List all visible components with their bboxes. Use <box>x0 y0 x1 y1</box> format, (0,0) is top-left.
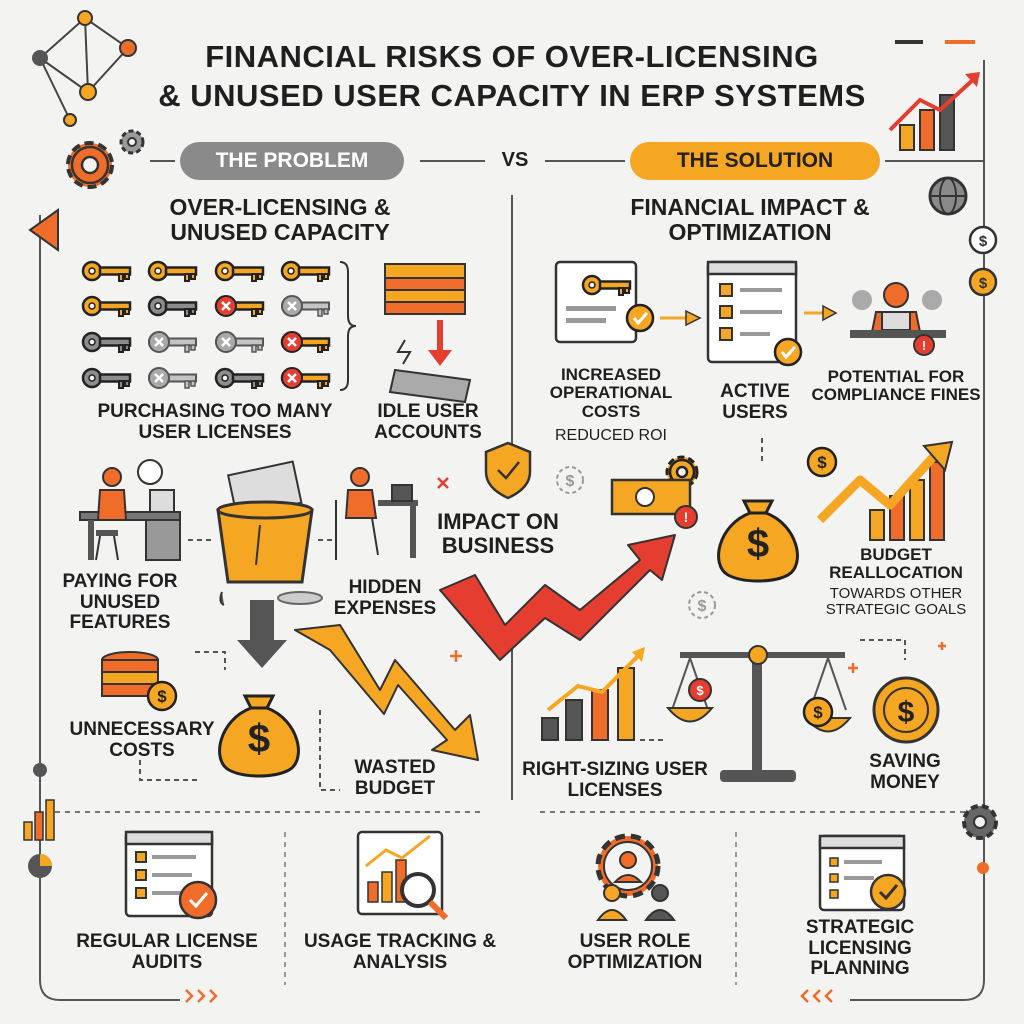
label-reduced-roi: REDUCED ROI <box>554 427 667 444</box>
label-purchasing-licenses: PURCHASING TOO MANY USER LICENSES <box>97 401 333 443</box>
coin-orange-icon: $ <box>968 267 998 297</box>
page-title: FINANCIAL RISKS OF OVER-LICENSING & UNUS… <box>80 38 944 116</box>
label-budget-reallocation: BUDGET REALLOCATION <box>829 545 963 583</box>
shield-check-icon <box>484 441 532 500</box>
network-icon <box>32 10 137 127</box>
svg-text:!: ! <box>922 338 926 353</box>
title-line-1: FINANCIAL RISKS OF OVER-LICENSING <box>205 39 819 74</box>
label-regular-audits: REGULAR LICENSE AUDITS <box>76 931 258 973</box>
gear-icon <box>66 141 114 189</box>
license-doc-icon <box>554 260 655 344</box>
bar-chart-small-icon <box>23 799 55 841</box>
label-budget-reallocation-sub: TOWARDS OTHER STRATEGIC GOALS <box>825 585 967 619</box>
cash-gear-alert-icon: ! <box>610 455 699 529</box>
impact-up-arrow-icon <box>439 534 676 661</box>
money-stack-icon <box>384 263 472 404</box>
svg-text:$: $ <box>898 696 915 729</box>
growth-chart-icon <box>888 40 980 151</box>
chevrons-right-icon <box>185 989 218 1003</box>
label-usage-tracking: USAGE TRACKING & ANALYSIS <box>303 931 497 973</box>
frame-left-line <box>39 215 180 1001</box>
svg-text:!: ! <box>684 509 689 525</box>
money-bag-wasted-icon <box>218 694 300 778</box>
label-impact-on-business: IMPACT ON BUSINESS <box>437 509 559 558</box>
desk-worker-icon <box>79 459 181 561</box>
label-wasted-budget: WASTED BUDGET <box>354 757 436 799</box>
frame-right-line <box>850 60 985 1001</box>
leaking-bucket-icon <box>216 460 323 606</box>
label-right-sizing: RIGHT-SIZING USER LICENSES <box>522 759 708 801</box>
label-user-role-optimization: USER ROLE OPTIMIZATION <box>567 931 703 973</box>
audit-checklist-icon <box>124 830 218 920</box>
coin-stack-icon <box>101 651 178 712</box>
globe-icon <box>928 176 968 216</box>
balance-scale-icon: $ <box>665 645 853 782</box>
svg-text:$: $ <box>979 275 988 292</box>
solution-heading: FINANCIAL IMPACT & OPTIMIZATION <box>630 194 870 245</box>
label-saving-money: SAVING MONEY <box>869 751 941 793</box>
budget-growth-icon <box>806 440 954 541</box>
label-increased-costs: INCREASED OPERATIONAL COSTS <box>549 365 673 421</box>
license-keys-grid <box>81 260 357 391</box>
problem-heading: OVER-LICENSING & UNUSED CAPACITY <box>169 194 391 245</box>
strategic-planning-icon <box>818 834 907 912</box>
label-strategic-planning: STRATEGIC LICENSING PLANNING <box>805 917 915 980</box>
problem-badge: THE PROBLEM <box>180 142 404 180</box>
user-role-gear-icon <box>595 833 676 921</box>
chevrons-left-icon <box>800 989 833 1003</box>
title-line-2: & UNUSED USER CAPACITY IN ERP SYSTEMS <box>158 77 866 113</box>
label-compliance-fines: POTENTIAL FOR COMPLIANCE FINES <box>811 367 981 405</box>
laptop-worker-icon <box>335 467 418 560</box>
checklist-icon <box>706 260 803 367</box>
label-paying-unused: PAYING FOR UNUSED FEATURES <box>62 571 178 634</box>
gear-right-icon <box>962 804 998 840</box>
down-arrow-icon <box>237 600 287 668</box>
label-active-users: ACTIVE USERS <box>720 381 790 423</box>
play-triangle-icon <box>28 208 59 252</box>
dollar-outline-icon <box>556 466 584 494</box>
pie-chart-small-icon <box>28 854 52 878</box>
money-bag-icon <box>717 499 799 583</box>
svg-text:$: $ <box>979 233 988 250</box>
zigzag-down-arrow-icon <box>294 624 479 761</box>
saving-coin-icon: $ <box>872 676 940 744</box>
usage-analysis-icon <box>356 830 449 921</box>
gear-small-icon <box>119 129 145 155</box>
dollar-outline-icon-2 <box>688 591 716 619</box>
right-sizing-chart-icon <box>541 647 645 741</box>
solution-badge: THE SOLUTION <box>630 142 880 180</box>
side-dot-icon <box>33 763 47 777</box>
label-unnecessary-costs: UNNECESSARY COSTS <box>69 719 215 761</box>
vs-label: VS <box>501 149 529 171</box>
label-idle-accounts: IDLE USER ACCOUNTS <box>374 401 482 443</box>
team-laptop-icon: ! <box>850 282 946 356</box>
coin-grey-icon: $ <box>968 225 998 255</box>
svg-text:$: $ <box>696 683 704 698</box>
label-hidden-expenses: HIDDEN EXPENSES <box>333 577 437 619</box>
